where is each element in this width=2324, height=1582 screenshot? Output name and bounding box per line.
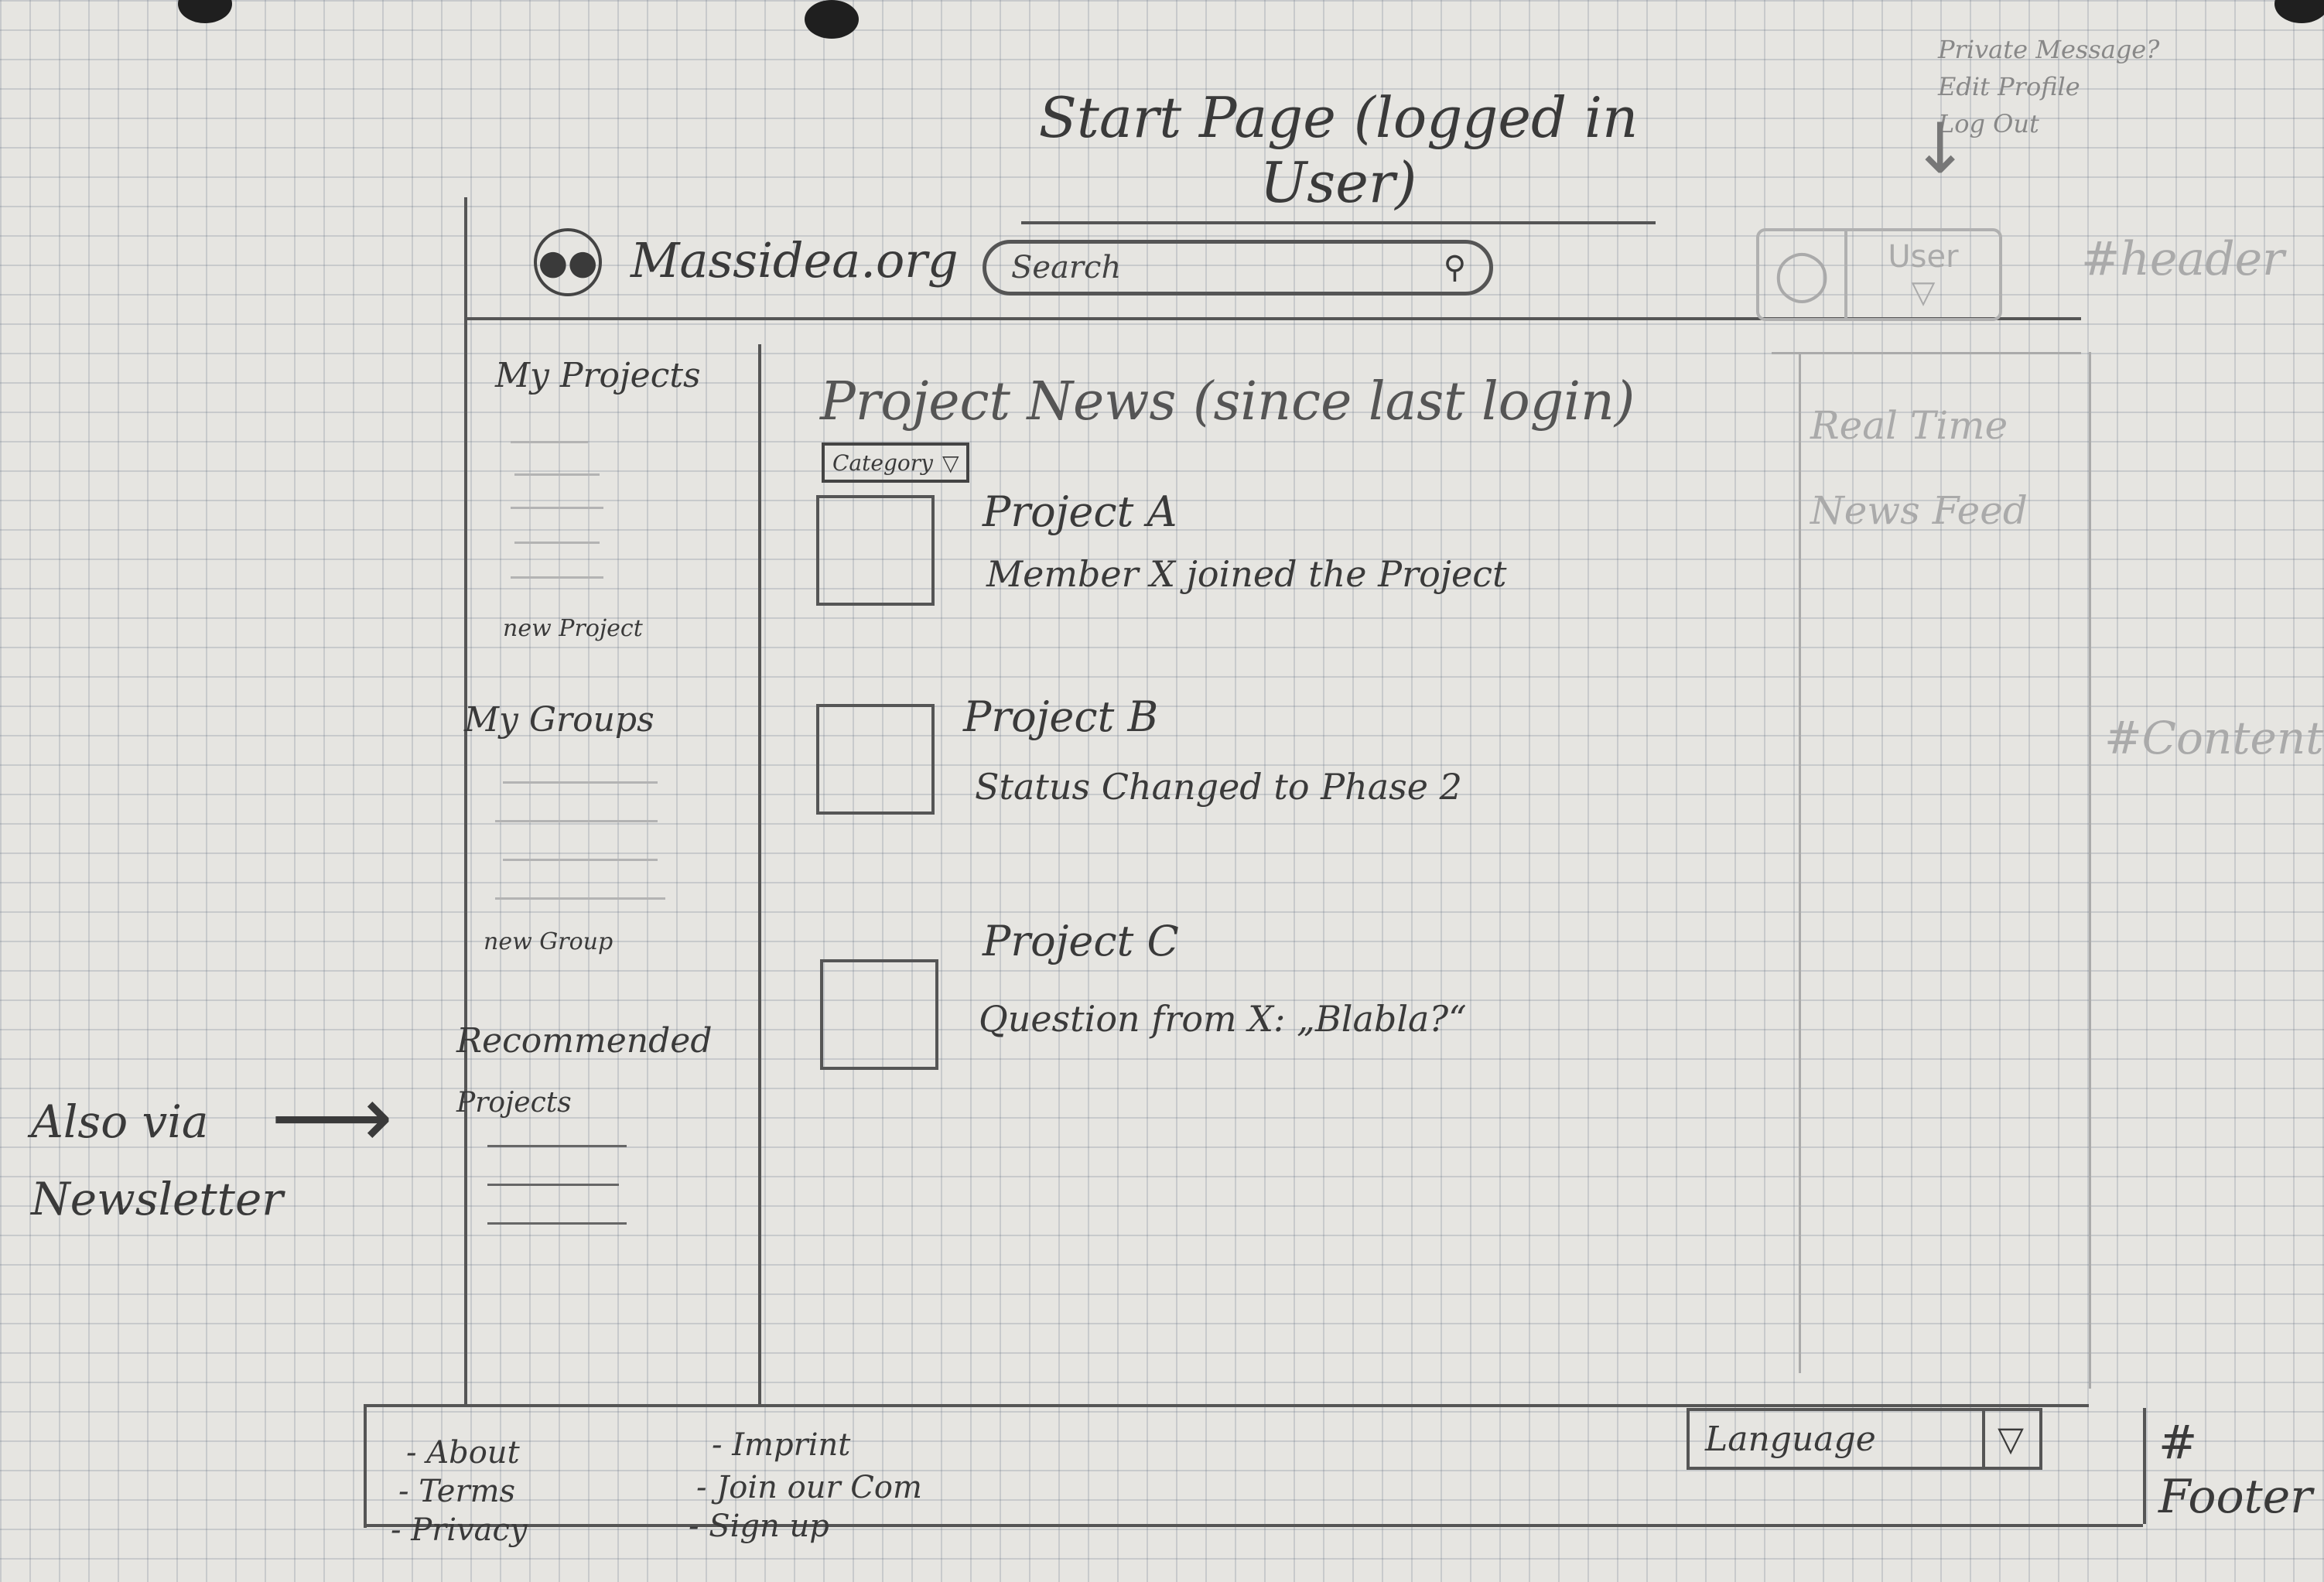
footer-link-signup[interactable]: - Sign up xyxy=(689,1509,829,1544)
user-label: User xyxy=(1888,239,1959,275)
note-line: Newsletter xyxy=(31,1173,284,1225)
news-text-b: Status Changed to Phase 2 xyxy=(975,766,1462,808)
recommended-list-placeholder xyxy=(487,1145,627,1147)
user-dropdown-note: Private Message? Edit Profile Log Out xyxy=(1938,31,2159,142)
content-section-tag: #Content xyxy=(2104,712,2324,764)
footer-link-about[interactable]: - About xyxy=(406,1435,520,1471)
recommended-list-placeholder xyxy=(487,1184,619,1186)
right-panel-right-border xyxy=(2089,352,2091,1389)
punch-hole-middle xyxy=(805,0,859,39)
news-text-c: Question from X: „Blabla?“ xyxy=(979,998,1467,1040)
new-group-link[interactable]: new Group xyxy=(484,928,613,955)
newsletter-note: Also via Newsletter xyxy=(31,1083,283,1238)
news-text-a: Member X joined the Project xyxy=(986,553,1507,595)
project-c-thumbnail[interactable] xyxy=(820,959,938,1070)
frame-left xyxy=(464,197,467,1404)
triangle-down-icon: ▽ xyxy=(1911,275,1936,310)
footer-left-border xyxy=(364,1404,367,1528)
news-project-b[interactable]: Project B xyxy=(963,692,1159,741)
group-list-placeholder xyxy=(503,859,658,861)
feed-title: Project News (since last login) xyxy=(820,371,1635,432)
people-group-icon[interactable]: ●● xyxy=(534,228,602,296)
note-line: Edit Profile xyxy=(1938,72,2080,101)
project-list-placeholder xyxy=(514,542,600,544)
note-line: Also via xyxy=(31,1095,209,1148)
note-line: Private Message? xyxy=(1938,35,2160,64)
group-list-placeholder xyxy=(495,820,658,822)
my-projects-heading: My Projects xyxy=(495,356,701,395)
footer-link-terms[interactable]: - Terms xyxy=(398,1474,516,1509)
footer-bottom-border xyxy=(364,1524,2143,1527)
new-project-link[interactable]: new Project xyxy=(503,615,643,642)
user-dropdown[interactable]: User ▽ xyxy=(1847,231,1999,318)
arrow-down-icon: ↓ xyxy=(1911,108,1970,190)
page-title: Start Page (logged in User) xyxy=(1021,85,1656,224)
magnifier-icon[interactable]: ⚲ xyxy=(1443,250,1466,285)
footer-link-privacy[interactable]: - Privacy xyxy=(391,1512,528,1548)
sidebar-divider xyxy=(758,344,761,1404)
my-groups-heading: My Groups xyxy=(464,700,654,740)
search-box[interactable]: ⚲ xyxy=(983,240,1493,296)
recommended-projects-heading: Projects xyxy=(456,1087,572,1119)
language-select[interactable]: Language ▽ xyxy=(1687,1408,2042,1470)
project-a-thumbnail[interactable] xyxy=(816,495,935,606)
header-divider xyxy=(464,317,2081,320)
news-project-c[interactable]: Project C xyxy=(983,917,1179,965)
footer-section-tag: # Footer xyxy=(2158,1416,2312,1524)
project-list-placeholder xyxy=(514,473,600,476)
site-name[interactable]: Massidea.org xyxy=(631,232,959,289)
right-panel-left-border xyxy=(1799,352,1801,1373)
recommended-list-placeholder xyxy=(487,1222,627,1225)
project-list-placeholder xyxy=(511,441,588,443)
note-line: Log Out xyxy=(1938,109,2039,138)
triangle-down-icon: ▽ xyxy=(942,449,959,476)
arrow-right-icon: ⟶ xyxy=(271,1068,393,1167)
project-list-placeholder xyxy=(511,507,603,509)
project-b-thumbnail[interactable] xyxy=(816,704,935,815)
project-list-placeholder xyxy=(511,576,603,579)
user-menu[interactable]: ◯ User ▽ xyxy=(1756,228,2002,321)
category-label: Category xyxy=(832,449,933,476)
header-section-tag: #header xyxy=(2081,232,2285,286)
language-label: Language xyxy=(1705,1419,1876,1459)
group-list-placeholder xyxy=(495,897,665,900)
search-input[interactable] xyxy=(1010,249,1400,286)
triangle-down-icon: ▽ xyxy=(1982,1411,2024,1467)
punch-hole-left xyxy=(178,0,232,23)
recommended-heading: Recommended xyxy=(456,1021,713,1061)
realtime-news-feed-title: Real Time News Feed xyxy=(1810,403,2028,533)
footer-link-join[interactable]: - Join our Com xyxy=(696,1470,922,1505)
category-select[interactable]: Category ▽ xyxy=(822,442,970,483)
person-silhouette-icon[interactable]: ◯ xyxy=(1759,231,1847,318)
group-list-placeholder xyxy=(503,781,658,784)
header-right-divider xyxy=(1772,352,2081,354)
footer-top-border xyxy=(364,1404,2089,1407)
footer-link-imprint[interactable]: - Imprint xyxy=(712,1427,851,1463)
news-project-a[interactable]: Project A xyxy=(983,487,1177,536)
punch-hole-right xyxy=(2274,0,2324,23)
footer-right-border xyxy=(2143,1408,2146,1524)
